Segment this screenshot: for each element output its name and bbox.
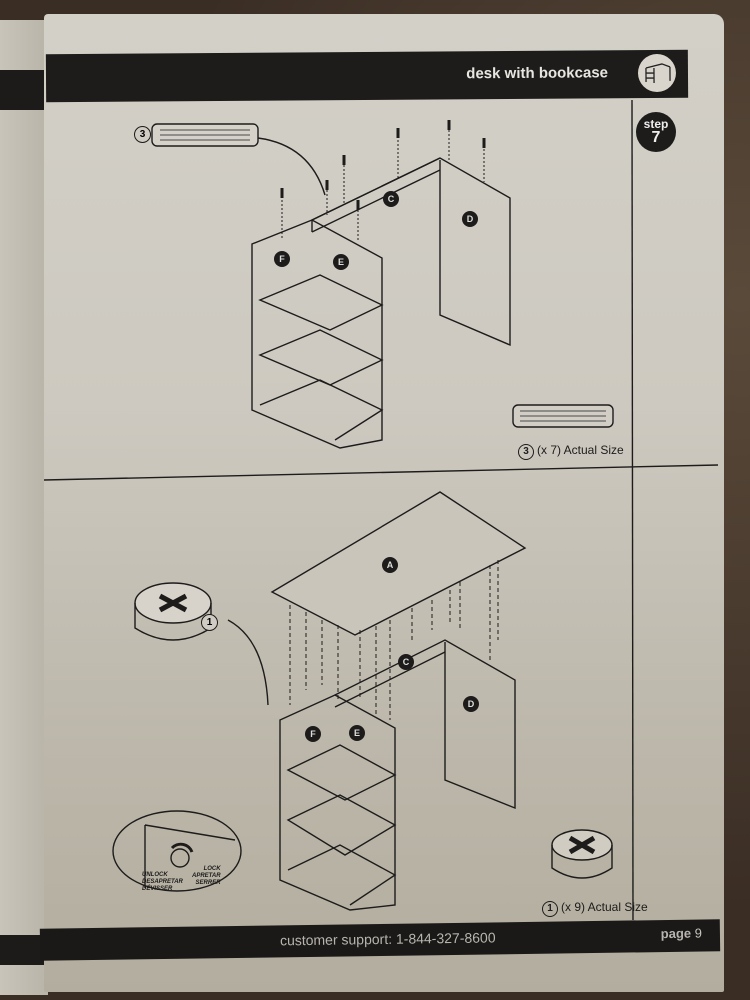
part-label-e: E	[349, 725, 365, 741]
cam-lock-caption-text: (x 9) Actual Size	[561, 900, 648, 914]
part-label-f: F	[305, 726, 321, 742]
page-header: desk with bookcase	[45, 49, 689, 103]
panel-divider	[43, 464, 719, 481]
dowel-caption-text: (x 7) Actual Size	[537, 443, 624, 457]
part-label-c: C	[398, 654, 414, 670]
page-number: page 9	[661, 926, 702, 942]
manual-page	[44, 14, 724, 992]
cam-lock-part-number: 1	[542, 901, 558, 917]
page-label: page	[660, 925, 692, 942]
previous-page	[0, 20, 48, 995]
step-label: step	[643, 117, 669, 131]
part-label-f: F	[274, 251, 290, 267]
page-number-value: 9	[694, 925, 703, 941]
part-label-d: D	[463, 696, 479, 712]
cam-lock-callout: 1	[201, 614, 218, 631]
customer-support: customer support: 1-844-327-8600	[279, 929, 496, 949]
part-label-e: E	[333, 254, 349, 270]
desk-bookcase-icon	[637, 53, 677, 93]
cam-lock-quantity-caption: 1(x 9) Actual Size	[542, 900, 648, 917]
part-label-a: A	[382, 557, 398, 573]
dowel-part-number: 3	[518, 444, 534, 460]
column-divider	[631, 99, 634, 921]
part-label-d: D	[462, 211, 478, 227]
previous-page-header	[0, 70, 48, 110]
dowel-callout: 3	[134, 126, 151, 143]
step-number: 7	[651, 129, 661, 146]
part-label-c: C	[383, 191, 399, 207]
dowel-quantity-caption: 3(x 7) Actual Size	[518, 443, 624, 460]
